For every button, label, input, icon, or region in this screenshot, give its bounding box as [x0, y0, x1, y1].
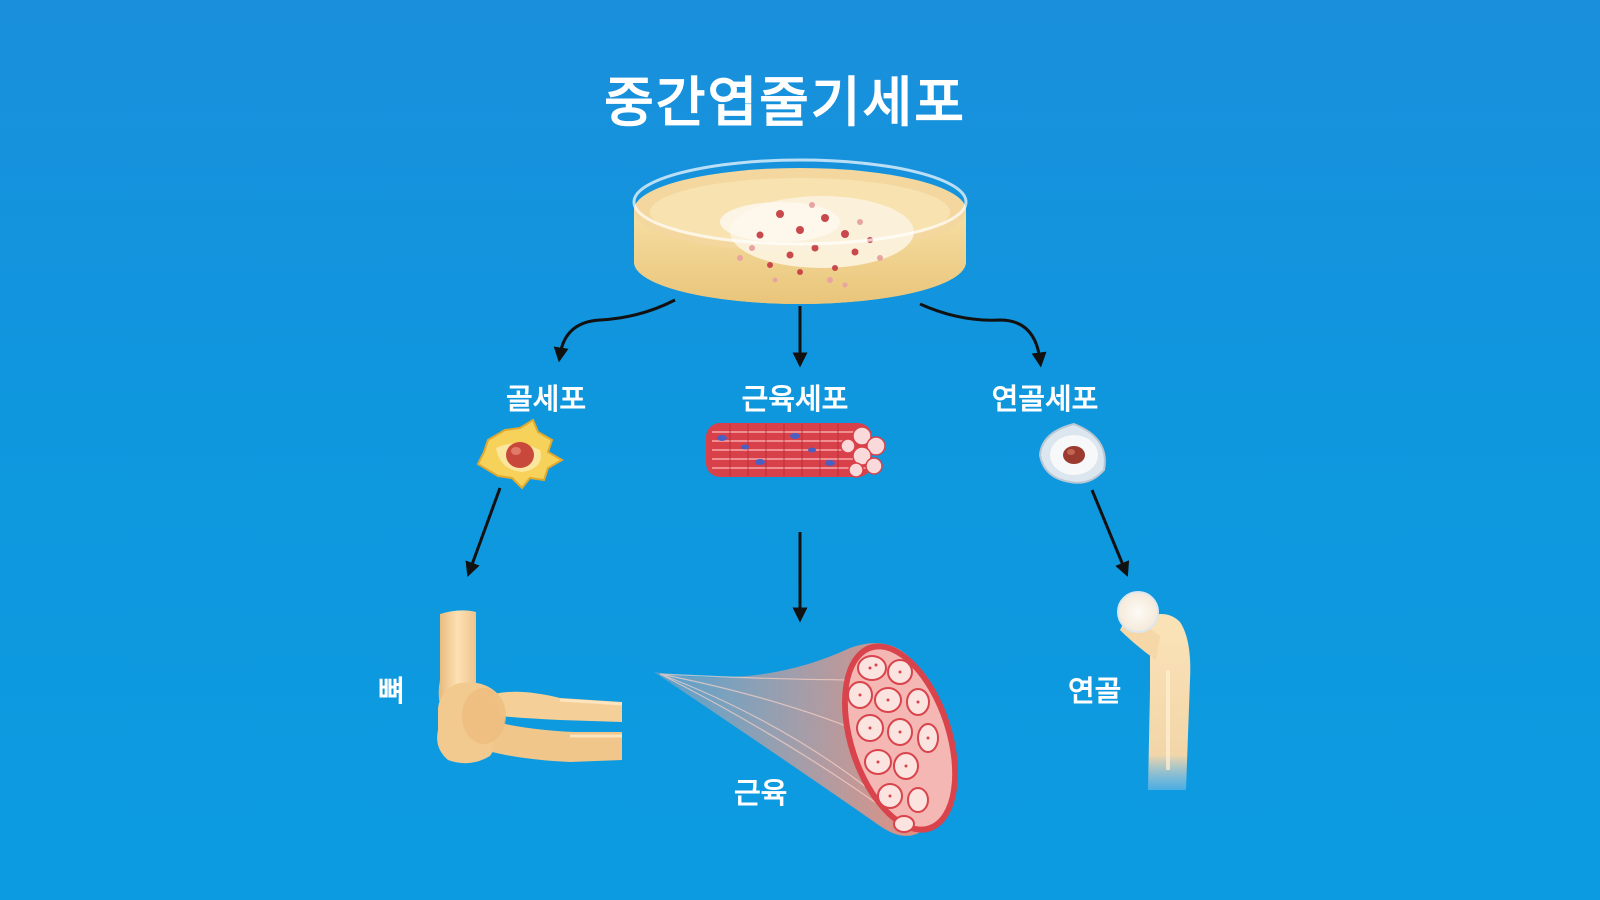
muscle-fiber-icon	[706, 423, 886, 478]
chondrocyte-label: 연골세포	[991, 382, 1099, 416]
arrow-to-cartilage	[1090, 489, 1130, 577]
femur-icon	[1117, 591, 1191, 790]
bone-cell-icon	[476, 418, 565, 490]
arrow-to-osteocyte	[553, 298, 676, 363]
cartilage-cell-icon	[1038, 422, 1106, 484]
page-title: 중간엽줄기세포	[604, 71, 966, 134]
muscle-tissue-icon	[654, 643, 958, 836]
petri-dish-icon	[632, 158, 968, 304]
elbow-bone-icon	[437, 610, 623, 764]
muscle-label: 근육	[734, 776, 788, 810]
myocyte-label: 근육세포	[741, 382, 849, 416]
bone-label: 뼈	[378, 674, 405, 708]
cartilage-label: 연골	[1068, 674, 1122, 708]
differentiation-arrows	[465, 298, 1130, 623]
osteocyte-label: 골세포	[505, 382, 587, 416]
arrow-to-bone	[465, 487, 502, 578]
arrow-to-chondrocyte	[919, 302, 1047, 368]
